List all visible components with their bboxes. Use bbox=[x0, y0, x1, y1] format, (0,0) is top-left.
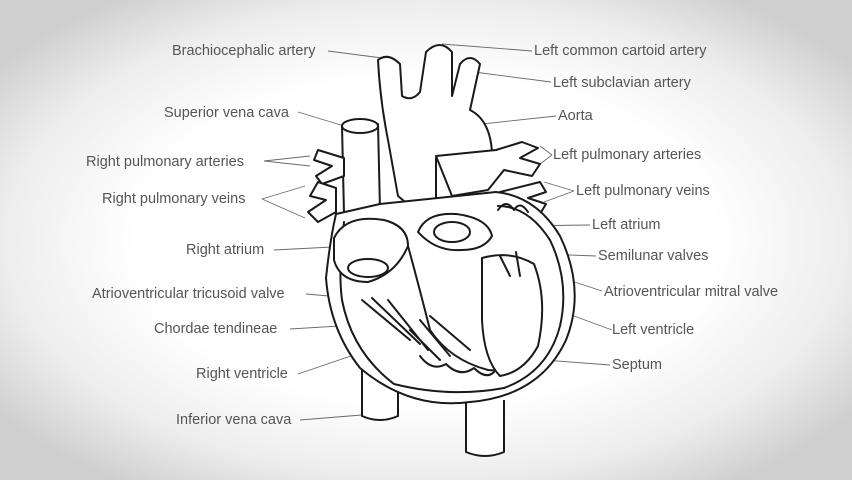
label-left-common-carotid-artery: Left common cartoid artery bbox=[534, 43, 707, 59]
leader-superior-vena-cava bbox=[297, 111, 345, 127]
tricuspid-opening bbox=[347, 258, 389, 278]
label-semilunar-valves: Semilunar valves bbox=[598, 248, 709, 264]
leader-right-pulmonary-veins bbox=[261, 185, 306, 219]
leader-left-pulmonary-veins bbox=[543, 181, 575, 203]
leader-right-pulmonary-arteries bbox=[263, 155, 311, 167]
leader-brachiocephalic-artery bbox=[327, 50, 383, 59]
descending-aorta-vessel bbox=[465, 398, 505, 457]
label-left-pulmonary-arteries: Left pulmonary arteries bbox=[553, 147, 702, 163]
svc-opening bbox=[341, 118, 379, 134]
label-brachiocephalic-artery: Brachiocephalic artery bbox=[172, 43, 316, 59]
label-left-atrium: Left atrium bbox=[592, 217, 661, 233]
mitral-cusp bbox=[499, 251, 521, 277]
label-left-pulmonary-veins: Left pulmonary veins bbox=[576, 183, 710, 199]
left-ventricle-chamber bbox=[481, 254, 544, 377]
label-chordae-tendineae: Chordae tendineae bbox=[154, 321, 278, 337]
label-tricuspid-valve: Atrioventricular tricusoid valve bbox=[92, 286, 285, 302]
label-left-ventricle: Left ventricle bbox=[612, 322, 695, 338]
label-right-pulmonary-arteries: Right pulmonary arteries bbox=[86, 154, 244, 170]
label-left-subclavian-artery: Left subclavian artery bbox=[553, 75, 691, 91]
vessels bbox=[307, 44, 547, 457]
label-right-atrium: Right atrium bbox=[186, 242, 265, 258]
trabeculae bbox=[419, 355, 495, 377]
label-aorta: Aorta bbox=[558, 108, 593, 124]
leader-left-common-carotid bbox=[441, 43, 533, 52]
semilunar-opening bbox=[433, 221, 471, 243]
aortic-valve-cusps bbox=[497, 203, 529, 213]
heart-inner-wall bbox=[339, 205, 565, 394]
label-septum: Septum bbox=[612, 357, 662, 373]
label-right-ventricle: Right ventricle bbox=[196, 366, 288, 382]
superior-vena-cava-vessel bbox=[341, 119, 381, 215]
aortic-arch bbox=[377, 44, 493, 207]
leader-left-pulmonary-arteries bbox=[539, 145, 553, 165]
label-mitral-valve: Atrioventricular mitral valve bbox=[604, 284, 779, 300]
right-pulmonary-artery bbox=[313, 149, 345, 185]
chordae-strands bbox=[361, 297, 471, 361]
pulmonary-trunk bbox=[435, 141, 541, 197]
label-right-pulmonary-veins: Right pulmonary veins bbox=[102, 191, 246, 207]
right-pulmonary-vein bbox=[307, 181, 337, 223]
heart-body bbox=[325, 191, 576, 405]
label-superior-vena-cava: Superior vena cava bbox=[164, 105, 289, 121]
leader-left-subclavian bbox=[473, 71, 552, 83]
label-inferior-vena-cava: Inferior vena cava bbox=[176, 412, 292, 428]
